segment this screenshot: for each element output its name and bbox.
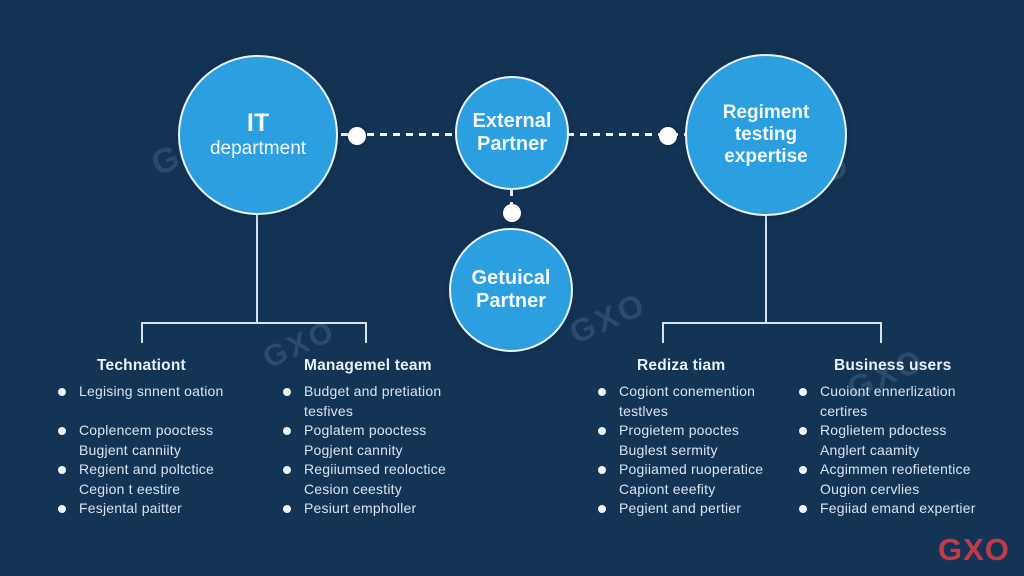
bullet-icon	[283, 388, 291, 396]
column-header: Business users	[834, 357, 952, 374]
node-it-department[interactable]: IT department	[178, 55, 338, 215]
list-item-text: Cogiont conemention	[619, 383, 756, 399]
bullet-icon	[58, 388, 66, 396]
node-label: department	[209, 138, 307, 160]
node-label: External	[472, 109, 552, 132]
node-label: Getuical	[471, 266, 551, 289]
list-item-text: Cegion t eestire	[79, 480, 181, 497]
list-item-text: Roglietem pdoctess	[820, 422, 947, 438]
list-item-text: Pogiiamed ruoperatice	[619, 461, 764, 477]
node-external-partner[interactable]: External Partner	[455, 76, 569, 190]
list-item-text: Legising snnent oation	[79, 383, 224, 399]
list-item-text: Pesiurt empholler	[304, 500, 417, 516]
list-item: Cogiont conemention testlves	[595, 382, 823, 421]
list-item-text: Cuoiont ennerlization	[820, 383, 956, 399]
list-item-text: Poglatem pooctess	[304, 422, 427, 438]
list-item-text: Coplencem pooctess	[79, 422, 214, 438]
bullet-icon	[283, 427, 291, 435]
connector-left-drop-1	[141, 322, 143, 343]
connector-right-bracket	[662, 322, 882, 324]
bullet-icon	[799, 466, 807, 474]
node-regiment-testing-expertise[interactable]: Regiment testing expertise	[685, 54, 847, 216]
node-label: IT	[246, 109, 270, 138]
list-item: Fegiiad emand expertier	[796, 499, 1024, 519]
column-header: Technationt	[97, 357, 186, 374]
bullet-icon	[799, 388, 807, 396]
bullet-icon	[58, 466, 66, 474]
dashed-connector-external-regiment	[567, 133, 687, 136]
connector-node-dot	[503, 204, 521, 222]
list-item-text: Pegient and pertier	[619, 500, 742, 516]
list-item-text: Capiont eeefity	[619, 480, 716, 497]
bullet-icon	[58, 505, 66, 513]
list-item-text: testlves	[619, 402, 669, 419]
column-header: Rediza tiam	[637, 357, 726, 374]
list-item: Fesjental paitter	[55, 499, 283, 519]
list-item-text: Progietem pooctes	[619, 422, 740, 438]
dashed-connector-it-external	[341, 133, 457, 136]
bullet-icon	[598, 427, 606, 435]
column-header: Managemel team	[304, 357, 432, 374]
node-label: Partner	[475, 290, 547, 312]
list-item-text: Anglert caamity	[820, 441, 920, 458]
list-item-text: Regiiumsed reoloctice	[304, 461, 446, 477]
connector-regiment-stem	[765, 214, 767, 323]
bullet-icon	[598, 505, 606, 513]
column-managemel-team: Managemel team Budget and pretiation tesf…	[280, 357, 508, 519]
list-item: Budget and pretiation tesfives	[280, 382, 508, 421]
list-item: Legising snnent oation	[55, 382, 283, 402]
list-item-text: Ougion cervlies	[820, 480, 920, 497]
connector-node-dot	[348, 127, 366, 145]
list-item-text: Cesion ceestity	[304, 480, 402, 497]
list-item: Pegient and pertier	[595, 499, 823, 519]
list-item-text: Fegiiad emand expertier	[820, 500, 976, 516]
gxo-logo: GXO	[938, 532, 1010, 567]
gxo-watermark: GXO	[563, 285, 652, 351]
list-item-text: Pogjent cannity	[304, 441, 403, 458]
bullet-icon	[58, 427, 66, 435]
list-item-text: certires	[820, 402, 868, 419]
bullet-icon	[598, 388, 606, 396]
node-label: expertise	[724, 146, 808, 168]
connector-it-stem	[256, 214, 258, 323]
node-label: Regiment	[722, 101, 810, 123]
bullet-icon	[799, 505, 807, 513]
bullet-icon	[283, 466, 291, 474]
connector-left-drop-2	[365, 322, 367, 343]
bullet-icon	[799, 427, 807, 435]
list-item-text: Fesjental paitter	[79, 500, 183, 516]
connector-right-drop-2	[880, 322, 882, 343]
connector-right-drop-1	[662, 322, 664, 343]
node-label: testing	[734, 123, 798, 145]
list-item-text: Acgimmen reofietentice	[820, 461, 971, 477]
list-item-text: Budget and pretiation	[304, 383, 442, 399]
list-item: Cuoiont ennerlization certires	[796, 382, 1024, 421]
column-business-users: Business users Cuoiont ennerlization cert…	[796, 357, 1024, 519]
list-item: Pesiurt empholler	[280, 499, 508, 519]
node-label: Partner	[476, 133, 548, 155]
node-getuical-partner[interactable]: Getuical Partner	[449, 228, 573, 352]
list-item-text: Regient and poltctice	[79, 461, 214, 477]
bullet-icon	[283, 505, 291, 513]
connector-left-bracket	[141, 322, 367, 324]
connector-node-dot	[659, 127, 677, 145]
list-item-text: Buglest sermity	[619, 441, 718, 458]
list-item-text: Bugjent canniity	[79, 441, 182, 458]
bullet-icon	[598, 466, 606, 474]
list-item-text: tesfives	[304, 402, 354, 419]
